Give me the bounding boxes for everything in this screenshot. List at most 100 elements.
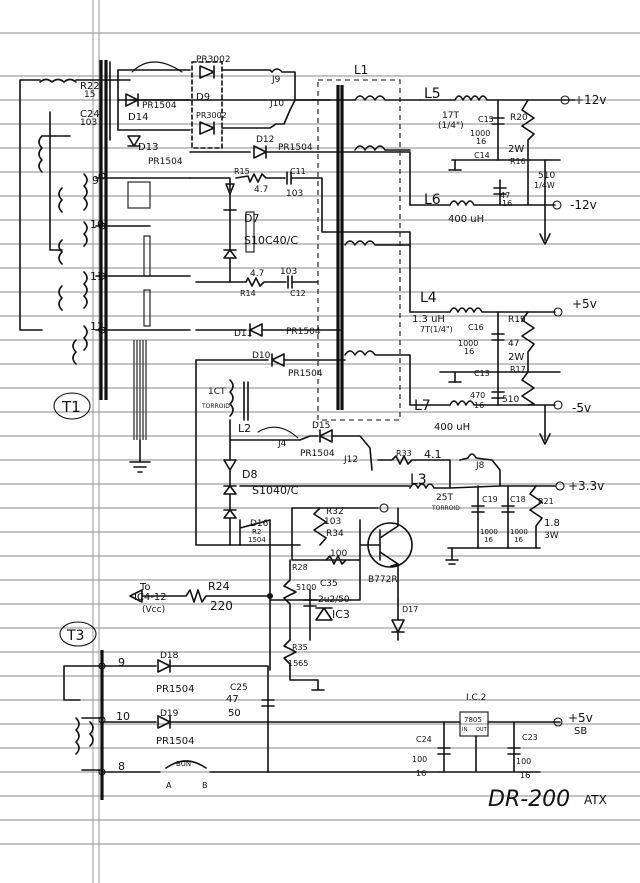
- drawing-title: DR-200: [488, 787, 570, 812]
- l4-value: 1.3 uH: [412, 314, 445, 325]
- c7-value: 470: [470, 391, 485, 400]
- d11-type: PR1504: [286, 327, 321, 337]
- d10-label: D10: [252, 351, 271, 361]
- r24-value: 220: [210, 599, 233, 613]
- l3-label: L3: [410, 472, 427, 488]
- c25-label: C25: [230, 683, 248, 693]
- t1-pin-12: 12: [90, 320, 104, 333]
- toroid-section: [195, 359, 373, 546]
- c15-voltage: 16: [476, 137, 486, 146]
- l7-value: 400 uH: [434, 422, 470, 433]
- r28-label: R28: [292, 563, 308, 572]
- c19-value: 1000: [480, 528, 498, 536]
- t1-label: T1: [61, 398, 81, 416]
- terminal-plus33: [555, 481, 565, 491]
- r17-label: R17: [510, 365, 526, 374]
- c23-value: 100: [516, 757, 531, 766]
- r33-value: 4.1: [424, 448, 442, 461]
- l2-label: L2: [238, 422, 251, 435]
- c6-value: 47: [500, 191, 510, 200]
- r35-label: R35: [292, 643, 308, 652]
- d16-label: D16: [250, 519, 269, 529]
- c25-value: 47: [226, 694, 239, 705]
- t3-pin-9: 9: [118, 656, 125, 669]
- t3-label: T3: [66, 628, 84, 644]
- c24b-label: C24: [416, 735, 432, 744]
- l4-turns: 7T(1/4"): [420, 325, 453, 334]
- c15-label: C15: [478, 115, 494, 124]
- terminal-minus5: [553, 400, 563, 410]
- l3-type: TORROID: [431, 505, 460, 512]
- d12-label: D12: [256, 135, 274, 145]
- c16-value: 1000: [458, 339, 478, 348]
- r21-value: 1.8: [544, 518, 560, 529]
- r34-value: 100: [330, 549, 347, 559]
- c12-label: C12: [290, 289, 306, 298]
- c23-label: C23: [522, 733, 538, 742]
- t1-pin-11: 11: [90, 270, 104, 283]
- r21-watt: 3W: [544, 531, 559, 541]
- bun-b: B: [202, 781, 208, 790]
- t3-pin-dot: [98, 768, 106, 776]
- d14-type: PR1504: [142, 101, 177, 111]
- c35-label: C35: [320, 579, 338, 589]
- l6-label: L6: [424, 192, 441, 208]
- rail-minus12: [189, 145, 556, 245]
- pin-dot: [98, 172, 106, 180]
- vcc-output: [129, 589, 273, 603]
- output-minus12: -12v: [570, 198, 597, 212]
- r15-label: R15: [234, 167, 250, 176]
- c12-value: 103: [280, 267, 297, 277]
- t3-pin-10: 10: [116, 710, 130, 723]
- c16-label: C16: [468, 323, 484, 332]
- t1-tag: [53, 392, 91, 420]
- t2-label: 1CT: [208, 387, 226, 397]
- d7-section: [189, 171, 401, 289]
- rail-plus33: [239, 453, 556, 565]
- pin-dot: [98, 326, 106, 334]
- inductor-l1: [317, 79, 421, 421]
- d12-type: PR1504: [278, 143, 313, 153]
- output-plus12: +12v: [574, 93, 606, 107]
- c19-voltage: 16: [484, 536, 493, 544]
- q-node: [379, 503, 389, 513]
- pr3002-label: PR3002: [196, 55, 231, 65]
- t3-tag: [59, 621, 97, 647]
- c7-voltage: 16: [474, 401, 484, 410]
- l5-size: (1/4"): [438, 121, 464, 131]
- r16-label: R16: [510, 157, 526, 166]
- l6-value: 400 uH: [448, 214, 484, 225]
- d19-type: PR1504: [156, 736, 194, 747]
- l7-label: L7: [414, 398, 431, 414]
- terminal-minus12: [552, 200, 562, 210]
- d7-label: D7: [244, 212, 259, 225]
- transformer-t3: [63, 650, 561, 800]
- c11-label: C11: [290, 167, 306, 176]
- feedback-network: [239, 507, 405, 691]
- c13-label: C13: [474, 369, 490, 378]
- c11-value: 103: [286, 189, 303, 199]
- j9-label: J9: [271, 75, 281, 85]
- t1-pin-9: 9: [92, 174, 99, 187]
- c23-voltage: 16: [520, 771, 530, 780]
- d10-type: PR1504: [288, 369, 323, 379]
- c25-voltage: 50: [228, 708, 241, 719]
- l5-turns: 17T: [442, 111, 459, 121]
- ic3-label: IC3: [332, 608, 350, 621]
- j4-label: J4: [277, 439, 287, 449]
- terminal-5vsb: [553, 717, 563, 727]
- output-plus33: +3.3v: [568, 479, 604, 493]
- terminal-plus12: [560, 95, 570, 105]
- d15-type: PR1504: [300, 449, 335, 459]
- r22-value: 15: [84, 90, 95, 100]
- c18-voltage: 16: [514, 536, 523, 544]
- c19-label: C19: [482, 495, 498, 504]
- terminal-plus5: [553, 307, 563, 317]
- r19-value: 2W: [508, 352, 524, 363]
- t3-pin-dot: [98, 716, 106, 724]
- r15-value: 4.7: [254, 185, 268, 195]
- pin-dot: [98, 222, 106, 230]
- d14-label: D14: [128, 112, 148, 123]
- l1-label: L1: [354, 63, 368, 77]
- d8-label: D8: [242, 468, 257, 481]
